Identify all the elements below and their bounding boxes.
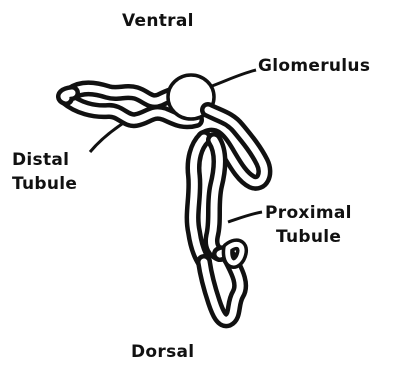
glomerulus-label: Glomerulus <box>258 58 370 75</box>
proximal-tubule-label: Proximal Tubule <box>265 205 352 246</box>
proximal-tubule-label-line2: Tubule <box>265 229 352 246</box>
proximal-tubule-label-line1: Proximal <box>265 205 352 222</box>
dorsal-label: Dorsal <box>131 344 194 361</box>
glomerulus-leader-line <box>212 70 256 86</box>
distal-tubule-label-line1: Distal <box>12 152 77 169</box>
distal-tubule-label: Distal Tubule <box>12 152 77 193</box>
proximal-tubule-leader-line <box>228 212 262 222</box>
ventral-label: Ventral <box>122 13 194 30</box>
distal-tubule-leader-line <box>90 124 122 152</box>
distal-tubule-label-line2: Tubule <box>12 176 77 193</box>
